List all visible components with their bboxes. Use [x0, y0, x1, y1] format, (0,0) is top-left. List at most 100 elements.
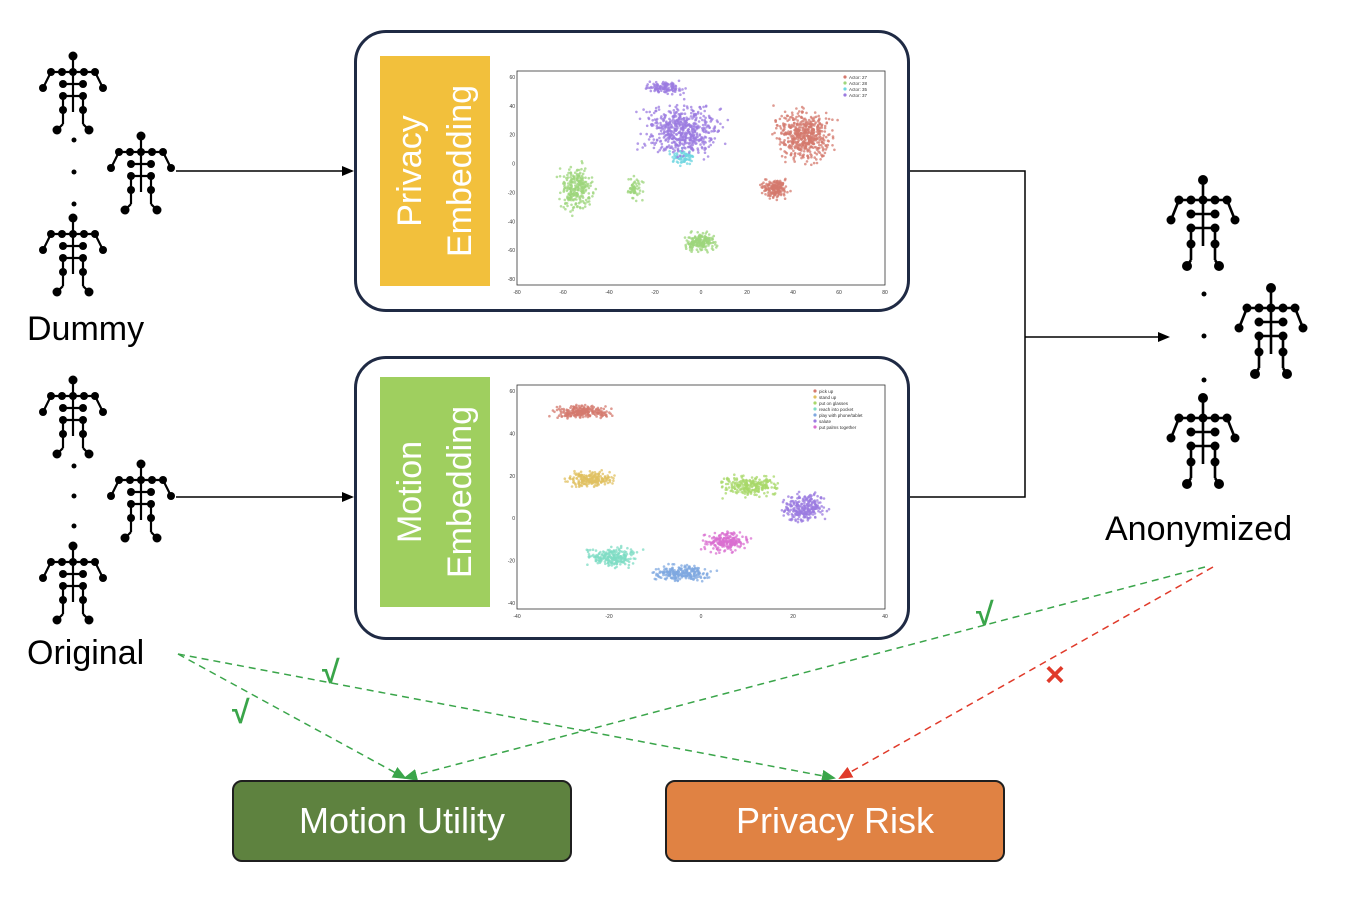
- scatter-point: [668, 117, 671, 121]
- scatter-point: [722, 533, 726, 536]
- scatter-point: [781, 500, 785, 504]
- scatter-point: [805, 506, 809, 510]
- y-tick-label: 40: [509, 431, 515, 437]
- scatter-point: [569, 210, 572, 213]
- scatter-point: [807, 496, 811, 499]
- scatter-point: [820, 130, 824, 133]
- scatter-point: [651, 119, 654, 122]
- scatter-point: [594, 549, 598, 552]
- cross-mark-anonymized-risk: ×: [1045, 656, 1065, 694]
- scatter-point: [721, 126, 725, 129]
- scatter-point: [565, 408, 568, 411]
- scatter-point: [730, 483, 734, 487]
- scatter-point: [632, 174, 636, 178]
- scatter-point: [656, 84, 659, 87]
- scatter-point: [831, 129, 834, 132]
- scatter-point: [749, 492, 753, 495]
- scatter-point: [779, 147, 782, 151]
- scatter-point: [695, 116, 698, 119]
- scatter-point: [823, 124, 827, 128]
- scatter-point: [674, 122, 677, 125]
- scatter-point: [659, 121, 662, 125]
- scatter-point: [704, 245, 708, 248]
- scatter-point: [820, 140, 824, 144]
- scatter-point: [785, 502, 789, 506]
- scatter-point: [724, 482, 728, 486]
- scatter-point: [736, 544, 739, 548]
- scatter-point: [565, 189, 569, 193]
- scatter-point: [677, 131, 680, 135]
- legend-swatch: [813, 401, 817, 405]
- scatter-point: [782, 514, 785, 517]
- scatter-point: [794, 519, 797, 523]
- scatter-point: [558, 197, 561, 201]
- scatter-point: [674, 146, 677, 149]
- scatter-point: [770, 481, 773, 484]
- scatter-point: [815, 161, 819, 165]
- scatter-point: [692, 113, 696, 117]
- scatter-point: [812, 117, 815, 121]
- scatter-point: [821, 136, 825, 140]
- scatter-point: [794, 128, 798, 131]
- scatter-point: [672, 109, 676, 112]
- y-tick-label: 0: [512, 516, 515, 522]
- scatter-point: [568, 168, 571, 171]
- scatter-point: [692, 115, 695, 119]
- scatter-point: [596, 556, 600, 559]
- scatter-point: [772, 186, 776, 190]
- scatter-point: [639, 132, 642, 136]
- scatter-point: [674, 84, 677, 88]
- scatter-point: [668, 567, 672, 571]
- scatter-point: [782, 142, 786, 145]
- scatter-point: [700, 579, 704, 583]
- scatter-point: [576, 410, 579, 413]
- scatter-point: [652, 146, 656, 150]
- scatter-point: [548, 414, 551, 418]
- scatter-point: [773, 492, 777, 495]
- scatter-point: [676, 108, 680, 112]
- check-mark-original-utility: √: [232, 694, 250, 730]
- scatter-point: [588, 477, 591, 481]
- scatter-point: [819, 511, 822, 514]
- scatter-point: [645, 110, 648, 114]
- scatter-point: [803, 515, 807, 519]
- scatter-point: [725, 541, 729, 545]
- scatter-point: [607, 475, 611, 479]
- scatter-point: [690, 146, 694, 149]
- scatter-point: [816, 125, 820, 128]
- legend-label: Actor: 27: [849, 75, 868, 80]
- scatter-point: [677, 566, 681, 569]
- scatter-point: [818, 122, 822, 126]
- scatter-point: [800, 145, 804, 149]
- scatter-point: [686, 129, 690, 132]
- scatter-point: [654, 80, 658, 84]
- scatter-point: [582, 480, 585, 484]
- scatter-point: [816, 494, 819, 498]
- scatter-point: [612, 550, 615, 554]
- scatter-point: [668, 134, 672, 137]
- scatter-point: [627, 560, 631, 564]
- scatter-point: [715, 244, 719, 248]
- scatter-point: [591, 195, 594, 198]
- scatter-point: [677, 144, 680, 148]
- scatter-point: [616, 558, 620, 562]
- scatter-point: [691, 127, 694, 130]
- scatter-point: [679, 93, 682, 96]
- scatter-point: [714, 545, 718, 548]
- scatter-point: [702, 114, 705, 118]
- scatter-point: [665, 82, 668, 86]
- scatter-point: [797, 139, 801, 142]
- scatter-point: [597, 476, 601, 479]
- scatter-point: [573, 181, 577, 185]
- scatter-point: [699, 112, 703, 115]
- scatter-point: [807, 501, 810, 504]
- scatter-point: [807, 148, 811, 151]
- scatter-point: [787, 123, 791, 127]
- scatter-point: [707, 124, 710, 128]
- scatter-point: [771, 132, 774, 136]
- scatter-point: [719, 533, 722, 537]
- scatter-point: [749, 537, 753, 540]
- scatter-point: [685, 153, 688, 156]
- scatter-point: [585, 183, 588, 186]
